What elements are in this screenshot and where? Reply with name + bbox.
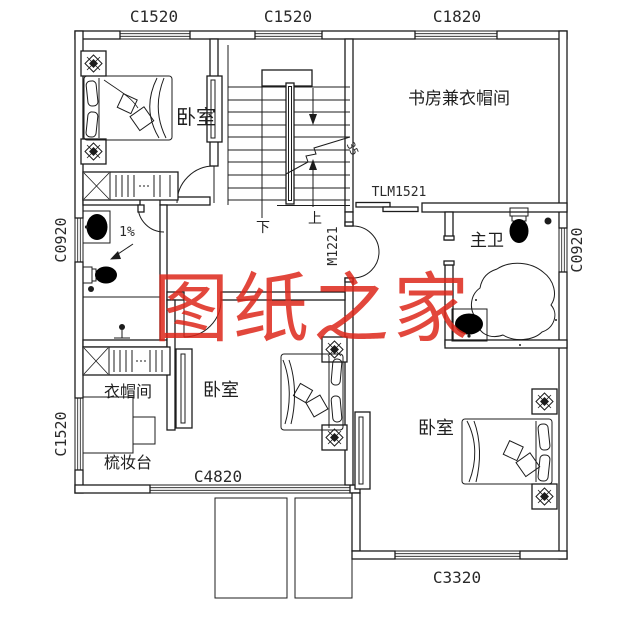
bedroom-se-furniture: [354, 388, 558, 510]
wardrobe-sw: [82, 346, 171, 376]
nightstand: [80, 50, 107, 77]
door-label: M1221: [326, 226, 341, 265]
sink-master: [451, 308, 488, 342]
window-label: C3320: [433, 568, 481, 587]
stair-note: 35: [344, 140, 361, 158]
labels: C1520 C1520 C1820 C0920 C1520 C0920 C482…: [52, 7, 586, 587]
door-bathroom: [137, 204, 165, 233]
room-label-bedroom-nw: 卧室: [176, 105, 216, 129]
floor-drain: [544, 217, 552, 225]
room-label-dressing: 梳妆台: [104, 453, 152, 472]
bed-se: [461, 418, 553, 485]
floor-drain: [88, 286, 94, 292]
window-label: C1520: [52, 411, 70, 456]
room-label-master-bath: 主卫: [470, 231, 504, 251]
window-c0920-left: [74, 217, 84, 263]
cloakroom-sw: [82, 346, 171, 454]
stair-up-label: 上: [308, 211, 322, 227]
window-c1820-top-right: [414, 30, 498, 40]
toilet: [82, 266, 117, 284]
bed-nw: [83, 75, 173, 141]
room-label-bedroom-se: 卧室: [418, 418, 454, 439]
room-label-study: 书房兼衣帽间: [408, 89, 510, 109]
panel-nw: [206, 75, 223, 143]
door-study-sliding-tlm1521: [355, 201, 419, 213]
window-c3320-bottom: [394, 550, 521, 560]
bed-s: [280, 353, 344, 431]
windows: [74, 30, 568, 560]
window-label: C0920: [52, 217, 70, 262]
door-label: TLM1521: [372, 185, 427, 200]
bathtub: [471, 262, 556, 340]
wardrobe-nw: [82, 171, 179, 201]
door-master-double-m1221: [344, 221, 380, 283]
slope-arrow: [110, 243, 134, 260]
stair-break-line: [285, 136, 351, 175]
nightstand: [531, 483, 558, 510]
shower-drain: [114, 324, 130, 339]
room-label-cloakroom: 衣帽间: [104, 382, 152, 401]
nightstand: [80, 138, 107, 165]
slope-label: 1%: [119, 225, 135, 240]
dressing-table: [82, 396, 156, 454]
sink: [82, 210, 111, 244]
window-c4820-bottom: [149, 484, 351, 494]
nightstand: [321, 424, 348, 451]
window-label: C0920: [568, 227, 586, 272]
nightstand: [531, 388, 558, 415]
staircase: [227, 45, 351, 218]
window-label: C1820: [433, 7, 481, 26]
stair-down-label: 下: [256, 220, 270, 236]
window-c1520-top-left: [119, 30, 191, 40]
window-c1520-left: [74, 397, 84, 471]
bedroom-s-furniture: [175, 336, 348, 451]
window-label: C1520: [130, 7, 178, 26]
bedroom-nw-furniture: [80, 50, 223, 201]
bathroom-left: [82, 210, 134, 339]
door-bedroom-s: [183, 299, 222, 338]
window-c0920-right: [558, 227, 568, 273]
toilet-master: [509, 207, 529, 243]
window-c1520-top-mid: [254, 30, 323, 40]
door-masterbath-opening: [443, 235, 455, 266]
room-label-bedroom-s: 卧室: [203, 380, 239, 401]
window-label: C4820: [194, 467, 242, 486]
master-bathroom: [451, 207, 557, 346]
roof-tiles: [214, 497, 353, 599]
watermark: 图纸之家: [153, 264, 473, 353]
stair-rail: [285, 82, 295, 205]
outer-walls: [74, 30, 568, 560]
panel-se: [354, 411, 371, 490]
window-label: C1520: [264, 7, 312, 26]
panel-s: [175, 348, 193, 429]
